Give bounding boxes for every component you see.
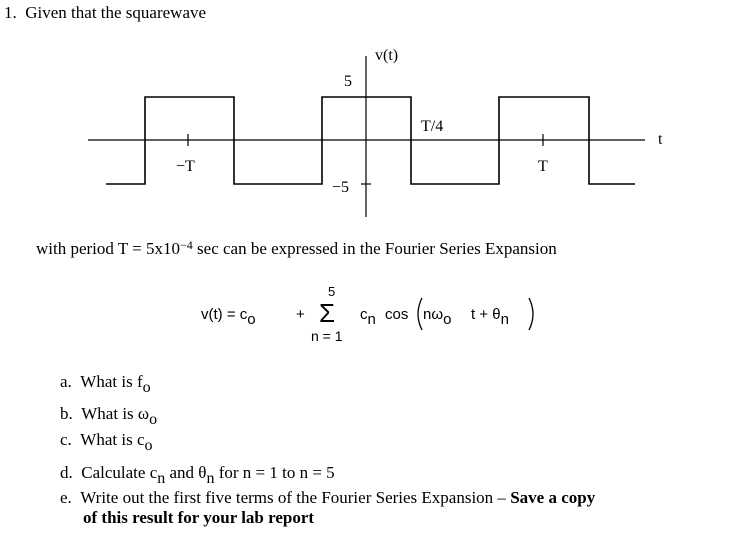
right-paren [528, 297, 534, 331]
eq-n-omega: nω [423, 306, 444, 323]
question-e: e. Write out the first five terms of the… [60, 488, 596, 507]
eq-cos: cos [385, 306, 409, 323]
intro-text-before: with period T = 5x10 [36, 239, 181, 258]
fourier-series-equation: v(t) = co + 5 Σ n = 1 cn cos nωo t + θn [201, 284, 541, 350]
squarewave-trace [106, 96, 635, 185]
problem-prompt: Given that the squarewave [25, 3, 207, 22]
question-e-continuation: of this result for your lab report [83, 508, 315, 527]
intro-exponent: −4 [180, 238, 193, 252]
eq-sum-lower: n = 1 [311, 328, 343, 344]
eq-lhs: v(t) = c [201, 306, 248, 323]
question-d: d. Calculate cn and θn for n = 1 to n = … [60, 463, 335, 487]
eq-omega-sub: o [443, 311, 452, 328]
t-axis-label: t [658, 131, 663, 148]
problem-statement: 1. Given that the squarewave [4, 3, 206, 23]
eq-sum-upper: 5 [328, 284, 336, 299]
pulse-width-label: T/4 [421, 118, 443, 135]
eq-c0-sub: o [247, 311, 256, 328]
tick-T-label: T [538, 158, 548, 175]
v-axis-label: v(t) [375, 47, 398, 64]
eq-plus: + [296, 306, 305, 323]
level-high-label: 5 [344, 73, 352, 90]
period-statement: with period T = 5x10−4 sec can be expres… [36, 238, 557, 259]
question-a: a. What is fo [60, 372, 151, 396]
eq-t-plus: t + θ [471, 306, 501, 323]
eq-sigma: Σ [319, 298, 336, 328]
tick-neg-T-label: −T [176, 158, 195, 175]
eq-cn: c [360, 306, 368, 323]
question-c: c. What is co [60, 430, 153, 454]
level-low-label: −5 [332, 179, 349, 196]
left-paren [417, 297, 423, 331]
eq-cn-sub: n [367, 311, 376, 328]
question-b: b. What is ωo [60, 404, 158, 428]
intro-text-after: sec can be expressed in the Fourier Seri… [192, 239, 557, 258]
problem-number: 1. [4, 3, 17, 22]
eq-theta-sub: n [500, 311, 509, 328]
